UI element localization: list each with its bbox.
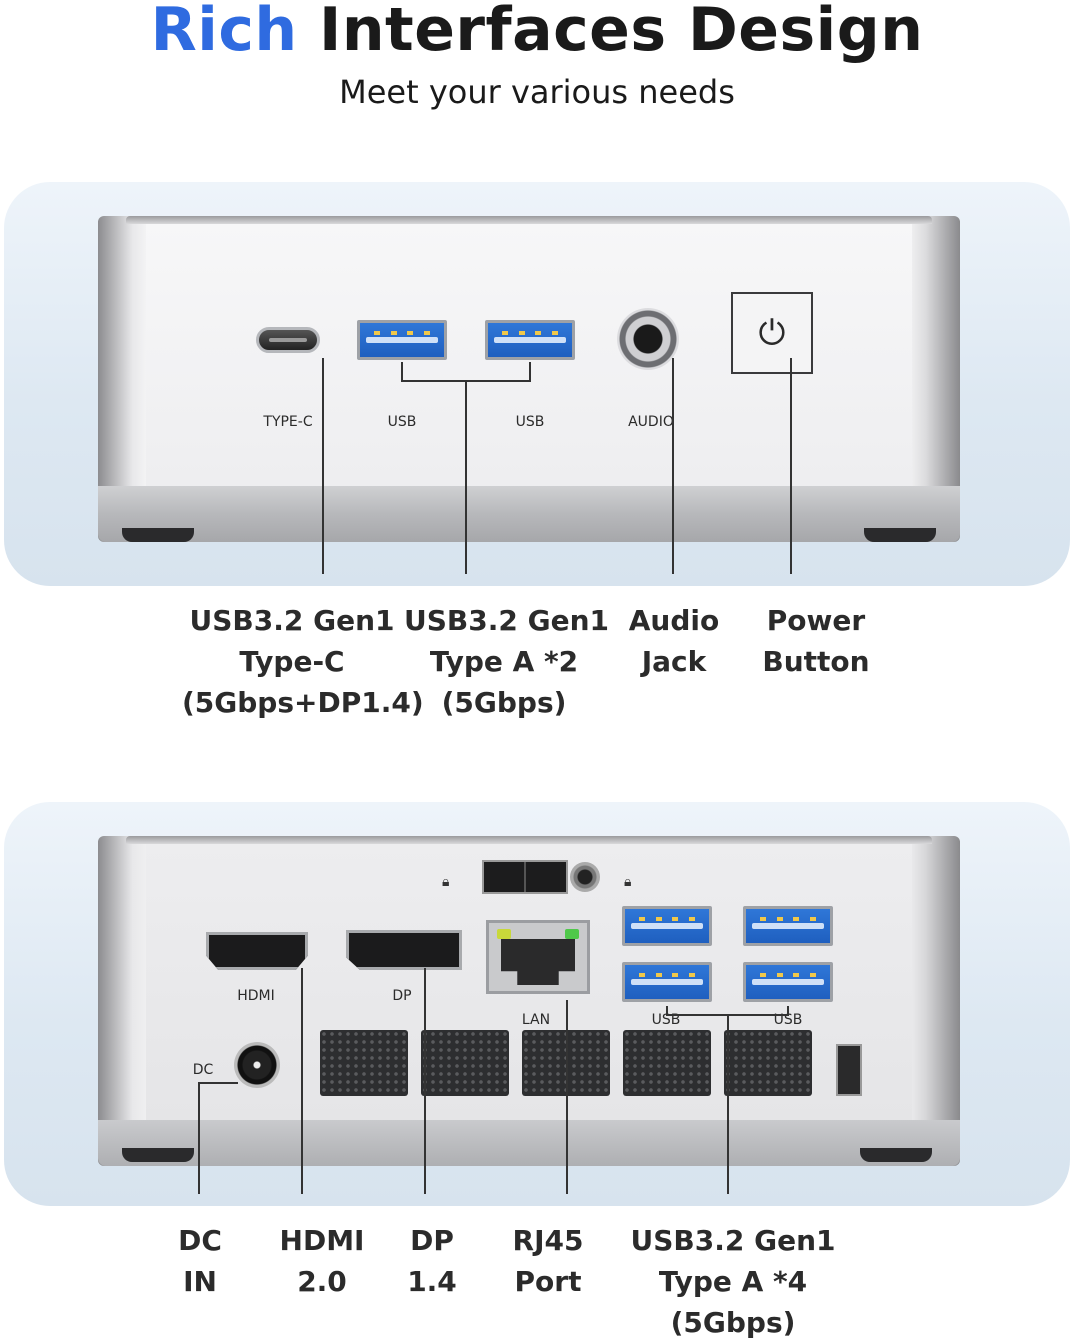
- led-icon: [565, 929, 579, 939]
- lock-icon: 🔒︎: [624, 874, 632, 890]
- power-button: ⏻: [731, 292, 813, 374]
- usb-a-port-icon: [743, 906, 833, 946]
- device-base: [98, 1120, 960, 1166]
- leader-line: [424, 968, 426, 1194]
- port-label-usb: USB: [387, 414, 417, 430]
- rj45-port-icon: [486, 920, 590, 994]
- usb-a-port-icon: [622, 906, 712, 946]
- caption-line: 2.0: [297, 1265, 347, 1298]
- caption-line: Jack: [641, 645, 707, 678]
- leader-line: [301, 968, 303, 1194]
- leader-line: [787, 1006, 789, 1016]
- device-top-edge: [126, 216, 932, 224]
- leader-line: [666, 1006, 668, 1016]
- caption-line: USB3.2 Gen1: [404, 604, 609, 637]
- leader-line: [198, 1082, 200, 1194]
- kensington-slot-icon: [570, 862, 600, 892]
- hdmi-port-icon: [206, 932, 308, 970]
- device-top-edge: [126, 836, 932, 844]
- leader-line: [401, 362, 403, 382]
- caption-line: Port: [514, 1265, 582, 1298]
- caption-line: (5Gbps): [441, 686, 567, 719]
- caption-line: Type-C: [239, 645, 345, 678]
- caption-line: DC: [178, 1224, 222, 1257]
- port-label-audio: AUDIO: [628, 414, 674, 430]
- clear-cmos-switch: [482, 860, 568, 894]
- caption-usb-c: USB3.2 Gen1 Type-C (5Gbps+DP1.4): [182, 600, 424, 723]
- displayport-icon: [346, 930, 462, 970]
- port-label-usb: USB: [651, 1012, 681, 1028]
- caption-line: USB3.2 Gen1: [630, 1224, 836, 1257]
- usb-a-port-icon: [485, 320, 575, 360]
- device-foot: [864, 528, 936, 542]
- leader-line: [790, 358, 792, 574]
- rj45-socket: [501, 939, 575, 985]
- leader-line: [672, 358, 674, 574]
- vent-grille: [320, 1030, 408, 1096]
- vent-grille: [623, 1030, 711, 1096]
- caption-dp: DP 1.4: [392, 1220, 472, 1302]
- caption-usb-a-front: USB3.2 Gen1 Type A *2 (5Gbps): [404, 600, 609, 723]
- usb-a-port-icon: [743, 962, 833, 1002]
- page-title: Rich Interfaces Design: [0, 0, 1074, 66]
- usb-a-port-icon: [622, 962, 712, 1002]
- device-foot: [122, 1148, 194, 1162]
- leader-line: [727, 1014, 729, 1194]
- caption-line: RJ45: [512, 1224, 584, 1257]
- caption-line: Power: [766, 604, 866, 637]
- dc-jack-icon: [234, 1042, 280, 1088]
- device-foot: [860, 1148, 932, 1162]
- device-foot: [122, 528, 194, 542]
- caption-dc-in: DC IN: [160, 1220, 240, 1302]
- device-base: [98, 486, 960, 542]
- caption-usb-a-back: USB3.2 Gen1 Type A *4 (5Gbps): [628, 1220, 838, 1340]
- port-label-lan: LAN: [521, 1012, 551, 1028]
- caption-line: HDMI: [279, 1224, 365, 1257]
- power-icon: ⏻: [758, 313, 786, 353]
- mini-pc-front: [98, 216, 960, 542]
- caption-line: IN: [183, 1265, 217, 1298]
- caption-line: Type A *4: [658, 1265, 808, 1298]
- caption-line: USB3.2 Gen1: [189, 604, 395, 637]
- leader-line: [322, 358, 324, 574]
- caption-line: 1.4: [407, 1265, 457, 1298]
- page-subtitle: Meet your various needs: [339, 73, 735, 111]
- caption-line: Button: [762, 645, 870, 678]
- port-label-typec: TYPE-C: [263, 414, 313, 430]
- port-label-dp: DP: [392, 988, 412, 1004]
- front-panel-photo: ⏻ TYPE-C USB USB AUDIO: [4, 182, 1070, 586]
- sd-slot-icon: [836, 1044, 862, 1096]
- caption-line: (5Gbps): [670, 1306, 796, 1339]
- port-label-hdmi: HDMI: [237, 988, 275, 1004]
- lock-icon: 🔒︎: [442, 874, 450, 890]
- title-accent: Rich: [150, 0, 298, 65]
- audio-jack-icon: [617, 308, 679, 370]
- leader-line: [465, 380, 467, 574]
- port-label-usb: USB: [515, 414, 545, 430]
- caption-audio-jack: Audio Jack: [616, 600, 732, 682]
- caption-line: DP: [410, 1224, 454, 1257]
- leader-line: [198, 1082, 238, 1084]
- port-label-dc: DC: [192, 1062, 214, 1078]
- usb-c-port-icon: [256, 327, 320, 353]
- back-panel-photo: 🔒︎ 🔒︎ HDMI DP LAN USB USB DC: [4, 802, 1070, 1206]
- title-rest: Interfaces Design: [319, 0, 924, 65]
- caption-power-button: Power Button: [752, 600, 880, 682]
- caption-line: Audio: [628, 604, 720, 637]
- caption-line: (5Gbps+DP1.4): [182, 686, 424, 719]
- leader-line: [566, 1000, 568, 1194]
- caption-hdmi: HDMI 2.0: [272, 1220, 372, 1302]
- led-icon: [497, 929, 511, 939]
- vent-grille: [421, 1030, 509, 1096]
- vent-grille: [724, 1030, 812, 1096]
- usb-a-port-icon: [357, 320, 447, 360]
- caption-rj45: RJ45 Port: [500, 1220, 596, 1302]
- caption-line: Type A *2: [429, 645, 579, 678]
- port-label-usb: USB: [773, 1012, 803, 1028]
- leader-line: [529, 362, 531, 382]
